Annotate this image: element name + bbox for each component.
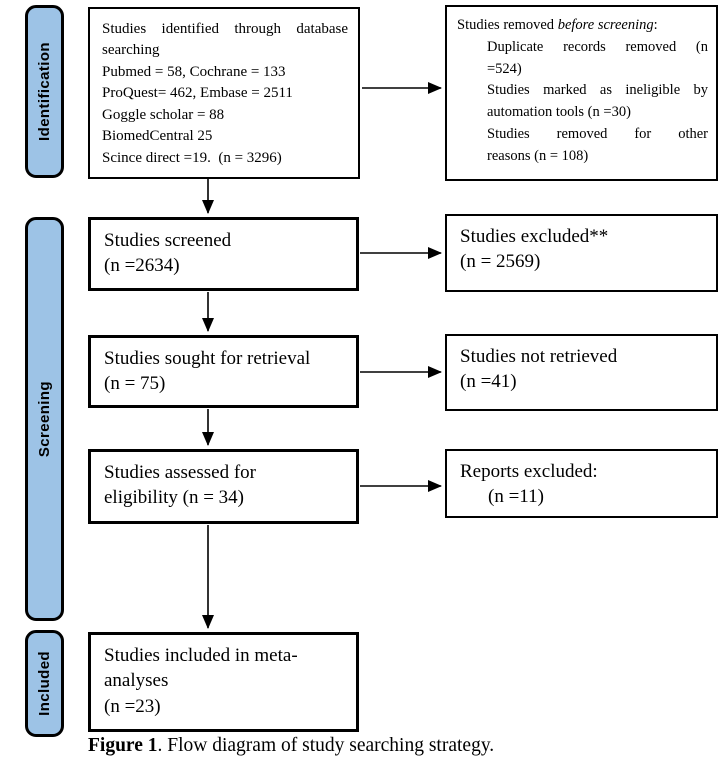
box-text-line: Studies screened bbox=[104, 230, 232, 251]
box-text-line: Studies included in meta- bbox=[104, 645, 298, 666]
box-reports-excluded: Reports excluded: (n =11) bbox=[445, 449, 718, 518]
box-text-line: Studies not retrieved bbox=[460, 346, 618, 367]
heading-suffix: : bbox=[653, 17, 658, 33]
box-text-line: eligibility (n = 34) bbox=[104, 487, 245, 509]
box-text-line: (n = 2569) bbox=[460, 251, 541, 273]
box-text-line: Studies sought for retrieval bbox=[104, 348, 311, 369]
box-text-line: BiomedCentral 25 bbox=[102, 128, 213, 145]
figure-caption-label: Figure 1 bbox=[88, 735, 158, 756]
box-studies-removed: Studies removed before screening: Duplic… bbox=[445, 5, 718, 181]
box-text-line: (n =23) bbox=[104, 695, 161, 717]
stage-label-identification: Identification bbox=[25, 5, 64, 178]
box-text-line: (n =2634) bbox=[104, 255, 180, 277]
box-text-line: Pubmed = 58, Cochrane = 133 bbox=[102, 63, 286, 80]
box-text-line: analyses bbox=[104, 670, 169, 692]
box-studies-included-meta: Studies included in meta- analyses (n =2… bbox=[88, 632, 359, 732]
box-heading: Studies removed before screening: bbox=[457, 15, 708, 37]
figure-caption-text: . Flow diagram of study searching strate… bbox=[157, 735, 495, 756]
box-text-line: ProQuest= 462, Embase = 2511 bbox=[102, 85, 293, 102]
box-text-line: automation tools (n =30) bbox=[487, 104, 631, 120]
box-text-line: =524) bbox=[487, 60, 522, 77]
box-text-line: Studies assessed for bbox=[104, 462, 256, 483]
box-studies-assessed: Studies assessed for eligibility (n = 34… bbox=[88, 449, 359, 524]
stage-label-included: Included bbox=[25, 630, 64, 737]
stage-label-text: Identification bbox=[36, 42, 53, 141]
box-text-line: Reports excluded: bbox=[460, 461, 598, 482]
box-studies-screened: Studies screened (n =2634) bbox=[88, 217, 359, 291]
box-text-line: (n =11) bbox=[488, 486, 544, 508]
heading-prefix: Studies removed bbox=[457, 17, 558, 33]
box-text-line: Studies marked as ineligible by bbox=[487, 82, 708, 99]
stage-label-text: Screening bbox=[36, 380, 53, 458]
heading-italic: before screening bbox=[557, 17, 654, 33]
box-text-line: Duplicate records removed (n bbox=[487, 38, 708, 55]
stage-label-text: Included bbox=[36, 651, 53, 716]
box-text-line: reasons (n = 108) bbox=[487, 147, 589, 164]
box-text-line: (n =41) bbox=[460, 371, 517, 393]
box-text-line: (n = 75) bbox=[104, 373, 166, 395]
figure-caption: Figure 1. Flow diagram of study searchin… bbox=[88, 734, 494, 757]
box-studies-identified: Studies identified through database sear… bbox=[88, 7, 360, 179]
removed-items: Duplicate records removed (n =524) Studi… bbox=[487, 37, 708, 168]
box-studies-sought: Studies sought for retrieval (n = 75) bbox=[88, 335, 359, 408]
box-text-line: Goggle scholar = 88 bbox=[102, 106, 225, 123]
box-text-line: searching bbox=[102, 42, 160, 59]
box-text-line: Scince direct =19. (n = 3296) bbox=[102, 149, 282, 166]
box-text-line: Studies identified through database bbox=[102, 21, 348, 37]
stage-label-screening: Screening bbox=[25, 217, 64, 621]
box-studies-not-retrieved: Studies not retrieved (n =41) bbox=[445, 334, 718, 411]
box-text-line: Studies removed for other bbox=[487, 125, 708, 142]
box-studies-excluded: Studies excluded** (n = 2569) bbox=[445, 214, 718, 292]
box-text-line: Studies excluded** bbox=[460, 226, 609, 247]
